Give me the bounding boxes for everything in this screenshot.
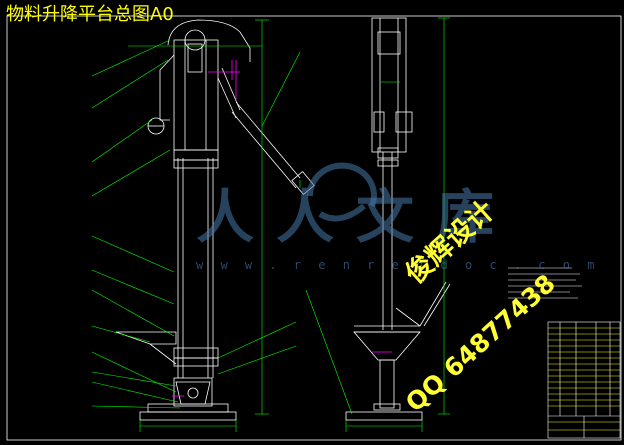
leader-line (305, 289, 353, 415)
drawing-title: 物料升降平台总图A0 (6, 4, 174, 25)
leader-line (217, 321, 297, 359)
title-block (547, 321, 621, 439)
leader-line (91, 325, 151, 343)
leader-line (91, 381, 179, 403)
leader-line (91, 351, 177, 393)
leader-line (91, 235, 175, 273)
motor-block (395, 111, 413, 133)
magenta-details (172, 60, 392, 397)
leader-line (91, 149, 171, 197)
front-elevation-view (115, 19, 315, 421)
technical-notes (508, 267, 582, 299)
platform-handle (419, 281, 447, 327)
leader-line (91, 269, 175, 305)
dimension-lines-right (305, 17, 450, 432)
leader-line (91, 39, 171, 77)
platform-funnel (353, 331, 421, 361)
top-pulley (184, 29, 206, 51)
drawing-frame (6, 15, 622, 441)
leader-line (91, 119, 153, 163)
base-plate (139, 411, 237, 421)
parts-list-rows (548, 327, 620, 431)
leader-line (261, 51, 301, 127)
leader-line (217, 345, 297, 375)
leader-line (91, 371, 177, 387)
watermark-url: w w w . r e n r e n d o c . c o m (196, 258, 600, 272)
side-base-plate (345, 411, 423, 421)
watermark-site-name: 人人文库 (196, 183, 517, 251)
leader-line (91, 59, 169, 109)
feed-hopper (115, 331, 177, 345)
chute-upper-edge (235, 101, 301, 179)
dimension-lines-left (91, 19, 301, 432)
leader-line (91, 405, 181, 409)
watermark-logo-icon (306, 162, 377, 222)
side-elevation-view (345, 17, 451, 421)
leader-line (91, 289, 175, 337)
chute-lower-edge (231, 111, 297, 189)
